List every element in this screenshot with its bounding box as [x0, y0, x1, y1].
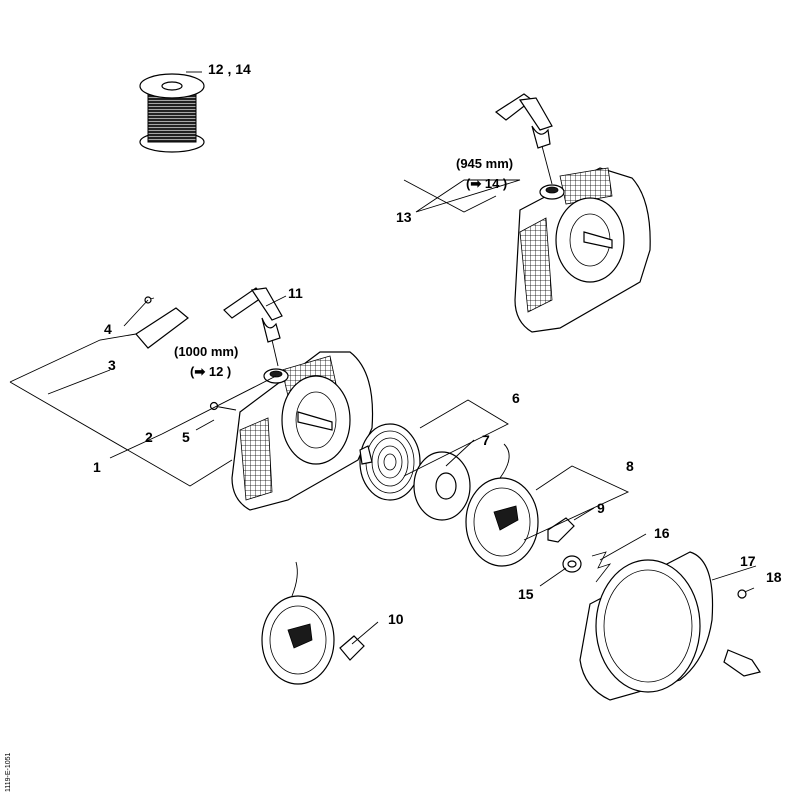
starter-grip-upper — [494, 93, 553, 185]
callout-7: 7 — [482, 432, 490, 448]
fan-shroud — [579, 551, 714, 701]
starter-grip-lower — [223, 287, 283, 367]
drawing-code: 1119-E-1051 — [5, 752, 12, 792]
callout-15: 15 — [518, 586, 534, 602]
note-rope-945: (945 mm) — [456, 156, 513, 171]
callout-9: 9 — [597, 500, 605, 516]
fan-housing-main — [231, 351, 374, 511]
fan-housing-upper — [514, 167, 651, 333]
rope-rotor-alt — [261, 561, 365, 685]
cover-plate — [135, 307, 189, 349]
callout-5: 5 — [182, 429, 190, 445]
note-rope-1000: (1000 mm) — [174, 344, 238, 359]
shroud-plug — [723, 649, 761, 677]
leader-lines — [9, 71, 757, 645]
note-rope-ref-14: (➡ 14 ) — [466, 176, 507, 191]
callout-16: 16 — [654, 525, 670, 541]
callout-11: 11 — [288, 285, 303, 301]
callout-3: 3 — [108, 357, 116, 373]
pawl — [547, 517, 575, 543]
callout-10: 10 — [388, 611, 404, 627]
callout-17: 17 — [740, 553, 756, 569]
washer-15 — [562, 555, 582, 573]
callout-13: 13 — [396, 209, 412, 225]
spring-clip — [591, 551, 612, 583]
callout-4: 4 — [104, 321, 112, 337]
callout-1: 1 — [93, 459, 101, 475]
washer-7 — [413, 451, 471, 521]
callout-2: 2 — [145, 429, 153, 445]
callout-6: 6 — [512, 390, 520, 406]
callout-12-14: 12 , 14 — [208, 61, 251, 77]
callout-8: 8 — [626, 458, 634, 474]
screw-18 — [737, 587, 755, 599]
callout-18: 18 — [766, 569, 782, 585]
rope-spool — [139, 73, 205, 153]
note-rope-ref-12: (➡ 12 ) — [190, 364, 231, 379]
rope-rotor — [465, 443, 539, 567]
rewind-spring — [359, 423, 421, 501]
screw-5 — [209, 401, 237, 411]
